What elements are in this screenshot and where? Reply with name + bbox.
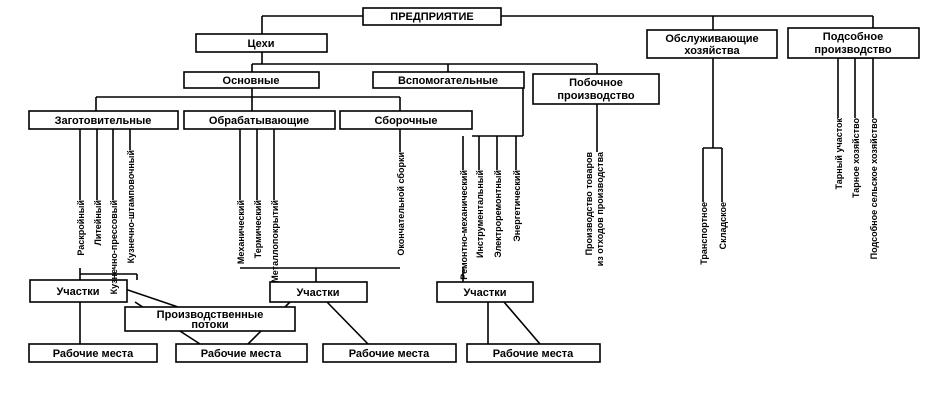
vlabel-tooling: Инструментальный: [475, 170, 485, 258]
vlabel-final-assembly: Окончательной сборки: [396, 152, 406, 256]
vlabel-warehouse: Складское: [718, 202, 728, 249]
vlabel-foundry: Литейный: [93, 200, 103, 245]
vlabel-cutting: Раскройный: [76, 200, 86, 256]
subsidiary-label-line1: Подсобное: [823, 31, 883, 43]
processing-label: Обрабатывающие: [209, 115, 309, 127]
vlabel-byproduct-line1: Производство товаров: [584, 152, 594, 256]
vlabel-forging-stamping: Кузнечно-штамповочный: [126, 150, 136, 263]
workplaces-label-1: Рабочие места: [53, 348, 134, 360]
root-enterprise-label: ПРЕДПРИЯТИЕ: [390, 11, 473, 23]
service-label-line2: хозяйства: [684, 45, 740, 57]
vlabel-metal-coating: Металлопокрытий: [270, 200, 280, 283]
auxiliary-workshops-label: Вспомогательные: [398, 75, 498, 87]
vlabel-auxiliary-agriculture: Подсобное сельское хозяйство: [869, 118, 879, 260]
byproduct-label-line2: производство: [557, 90, 634, 102]
box-labels: ПРЕДПРИЯТИЕ Цехи Обслуживающие хозяйства…: [53, 11, 892, 360]
connector-lines: [79, 15, 874, 345]
main-workshops-label: Основные: [223, 75, 280, 87]
byproduct-label-line1: Побочное: [569, 77, 623, 89]
sections-label-left: Участки: [56, 286, 99, 298]
vlabel-transport: Транспортное: [699, 202, 709, 265]
vlabel-thermal: Термический: [253, 200, 263, 258]
vlabel-electrical-repair: Электроремонтный: [493, 170, 503, 258]
workplaces-label-4: Рабочие места: [493, 348, 574, 360]
vlabel-mechanical: Механический: [236, 200, 246, 264]
vlabel-energy: Энергетический: [512, 170, 522, 242]
vlabel-byproduct-line2: из отходов производства: [595, 151, 605, 266]
production-flows-label-line2: потоки: [191, 319, 228, 331]
vlabel-forging-pressing: Кузнечно-прессовый: [109, 200, 119, 294]
procurement-label: Заготовительные: [55, 115, 152, 127]
vlabel-container-economy: Тарное хозяйство: [851, 118, 861, 198]
subsidiary-label-line2: производство: [814, 44, 891, 56]
sections-label-middle: Участки: [296, 287, 339, 299]
workplaces-label-3: Рабочие места: [349, 348, 430, 360]
vertical-labels: Раскройный Литейный Кузнечно-прессовый К…: [76, 118, 879, 295]
production-flows-label-line1: Производственные: [157, 309, 264, 321]
vlabel-container-section: Тарный участок: [834, 118, 844, 190]
workshops-label: Цехи: [247, 38, 274, 50]
vlabel-repair-mechanical: Ремонтно-механический: [459, 170, 469, 280]
box-frames: [28, 7, 920, 363]
workplaces-label-2: Рабочие места: [201, 348, 282, 360]
assembly-label: Сборочные: [374, 115, 437, 127]
sections-label-right: Участки: [463, 287, 506, 299]
service-label-line1: Обслуживающие: [665, 33, 758, 45]
